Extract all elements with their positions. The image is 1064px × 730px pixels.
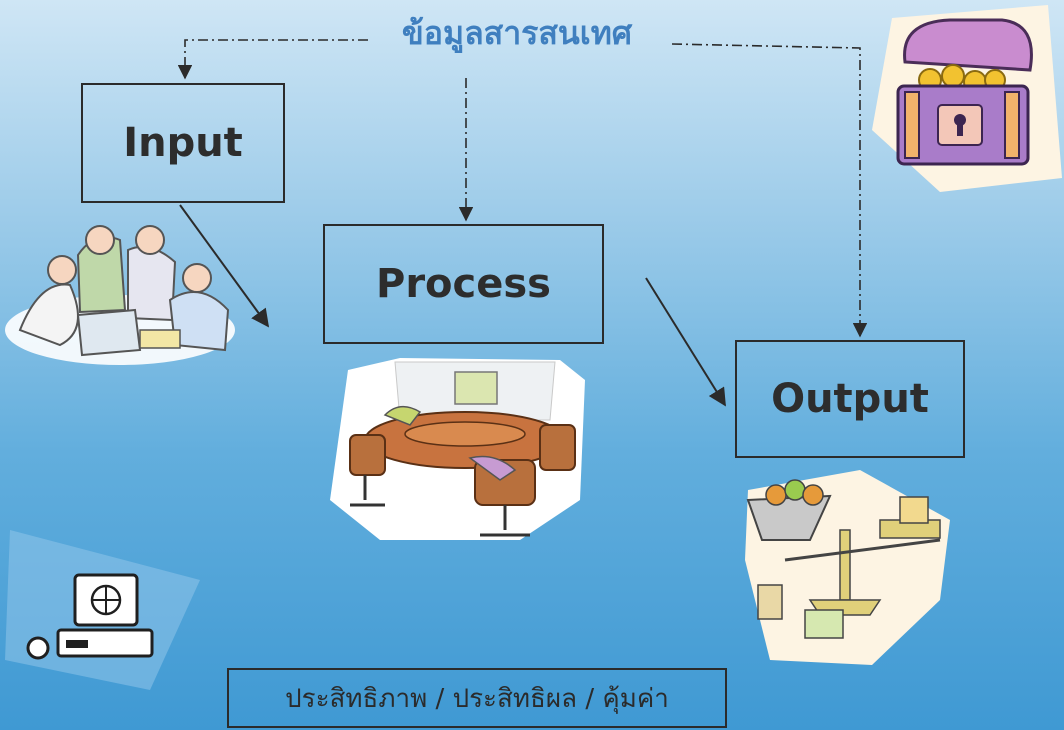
process-node-label: Process [376,261,551,307]
output-node-label: Output [771,376,929,422]
process-to-output-arrow [645,277,726,407]
result-footer-label: ประสิทธิภาพ / ประสิทธิผล / คุ้มค่า [285,683,669,714]
process-node: Process [323,224,604,344]
output-node: Output [735,340,965,458]
input-node: Input [81,83,285,203]
input-to-process-arrow [179,204,270,328]
info-to-output-connector [671,43,868,338]
info-title: ข้อมูลสารสนเทศ [401,13,633,52]
result-footer: ประสิทธิภาพ / ประสิทธิผล / คุ้มค่า [227,668,727,728]
info-to-input-connector [177,39,368,80]
input-node-label: Input [123,120,243,166]
